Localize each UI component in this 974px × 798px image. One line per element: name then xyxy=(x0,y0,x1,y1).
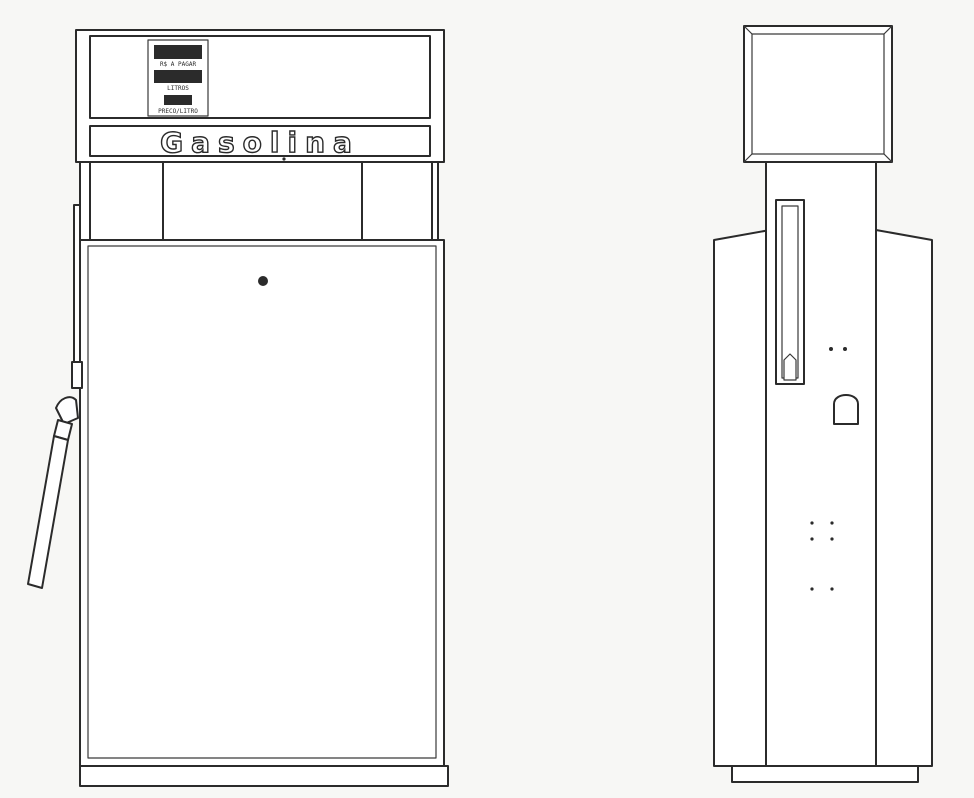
nozzle-holster-rail xyxy=(73,204,81,381)
display-panel-frame xyxy=(89,35,431,119)
side-view-dispenser xyxy=(713,25,933,783)
nozzle-holster xyxy=(71,361,83,389)
side-left-wing xyxy=(713,229,771,767)
liters-digit-display xyxy=(154,70,202,83)
side-slot-inner xyxy=(781,205,799,379)
brand-strip xyxy=(89,125,431,157)
brand-text: Gasolina xyxy=(160,126,360,159)
base-plinth xyxy=(79,765,449,787)
cabinet-door-panel xyxy=(87,245,437,759)
side-base-plinth xyxy=(731,765,919,783)
amount-label: R$ A PAGAR xyxy=(160,61,197,68)
lock-keyhole xyxy=(258,276,268,286)
side-center-column xyxy=(765,161,877,767)
upper-body-section xyxy=(79,161,439,241)
nozzle-head-icon xyxy=(55,396,79,425)
price-digit-display xyxy=(164,95,192,105)
small-marker-dot xyxy=(282,157,286,161)
price-display-group: R$ A PAGAR LITROS PRECO/LITRO xyxy=(147,39,209,117)
amount-digit-display xyxy=(154,45,202,59)
side-head-bezel xyxy=(751,33,885,155)
side-right-wing xyxy=(875,229,933,767)
side-nozzle-tip-icon xyxy=(783,353,797,381)
price-label: PRECO/LITRO xyxy=(158,108,198,115)
front-view-dispenser: R$ A PAGAR LITROS PRECO/LITRO Gasolina xyxy=(27,29,449,787)
nozzle-spout xyxy=(27,435,69,589)
side-hatch-icon xyxy=(833,394,859,425)
liters-label: LITROS xyxy=(167,85,189,92)
